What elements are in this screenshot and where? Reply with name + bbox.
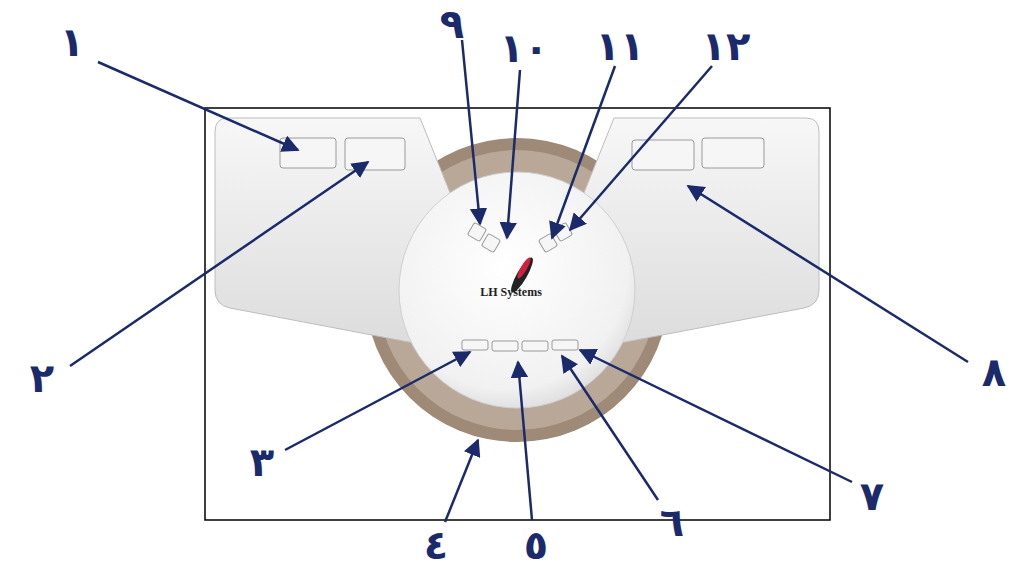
callout-number: ٧: [860, 476, 884, 516]
callout-number: ٩: [440, 4, 464, 44]
disc: [399, 172, 635, 408]
callout-number: ٥: [524, 525, 548, 565]
callout-number: ١٠: [500, 28, 549, 68]
callout-number: ٣: [250, 442, 274, 482]
callout-number: ١١: [596, 26, 645, 66]
callout-number: ٢: [30, 358, 54, 398]
buttons: [280, 138, 764, 351]
callout-number: ٦: [660, 502, 684, 542]
callout-number: ٤: [424, 525, 448, 565]
leader-lines: [70, 40, 968, 522]
callout-number: ١: [60, 22, 84, 62]
brand-logo-text: LH Systems: [480, 286, 542, 298]
frame: [205, 108, 830, 520]
callout-number: ١٢: [702, 26, 751, 66]
callout-number: ٨: [982, 352, 1006, 392]
logo-mark: [515, 256, 532, 280]
